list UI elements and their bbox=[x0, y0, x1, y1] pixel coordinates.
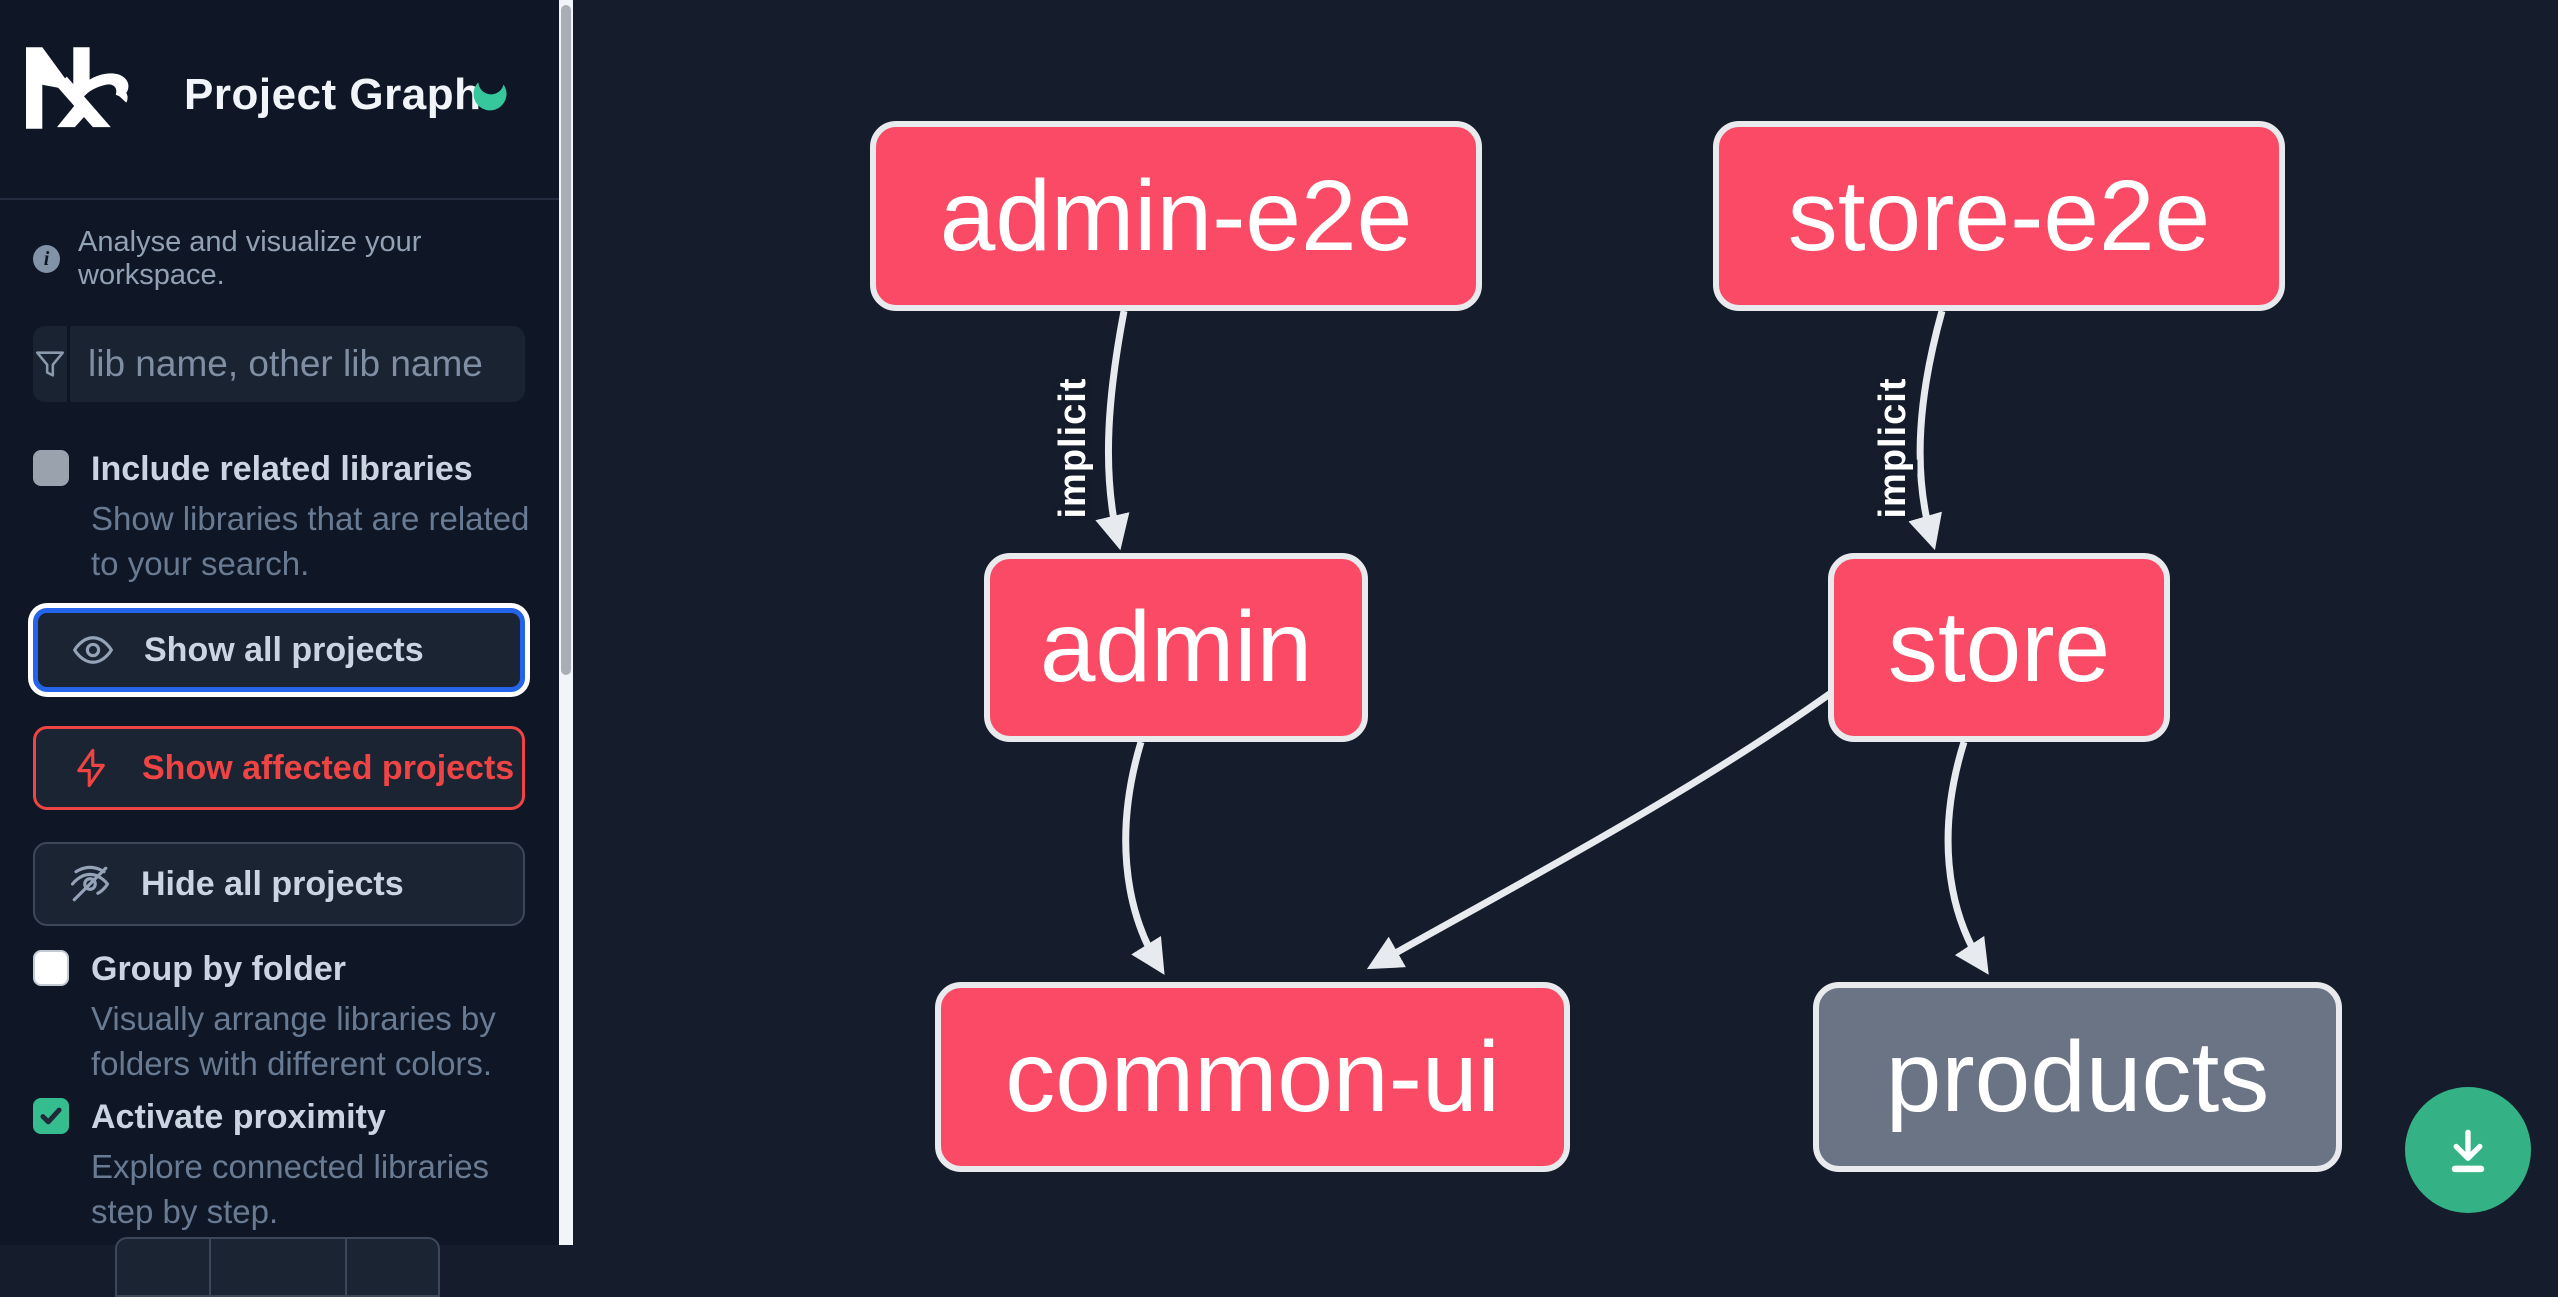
show-all-projects-button[interactable]: Show all projects bbox=[33, 608, 525, 692]
info-icon: i bbox=[33, 245, 61, 273]
download-icon bbox=[2451, 1129, 2485, 1173]
nx-logo-icon bbox=[26, 47, 129, 129]
stepper-increment-button[interactable] bbox=[345, 1237, 440, 1297]
proximity-stepper bbox=[115, 1237, 442, 1297]
stepper-value bbox=[209, 1237, 347, 1297]
group-by-folder-checkbox[interactable] bbox=[33, 950, 69, 986]
workspace-tagline: i Analyse and visualize your workspace. bbox=[33, 226, 559, 292]
bolt-icon bbox=[77, 748, 105, 788]
sidebar-scrollbar-thumb[interactable] bbox=[561, 5, 571, 675]
hide-all-projects-button[interactable]: Hide all projects bbox=[33, 842, 525, 926]
toggle-description: Show libraries that are related to your … bbox=[91, 500, 530, 582]
button-label: Hide all projects bbox=[141, 864, 404, 903]
edge-admin-e2e-to-admin bbox=[1095, 310, 1130, 551]
check-icon bbox=[40, 1107, 62, 1125]
node-label: common-ui bbox=[1005, 1020, 1500, 1133]
tagline-text: Analyse and visualize your workspace. bbox=[78, 226, 422, 291]
toggle-group-by-folder: Group by folder Visually arrange librari… bbox=[33, 948, 531, 1086]
toggle-description: Explore connected libraries step by step… bbox=[91, 1148, 490, 1230]
search-input[interactable] bbox=[70, 326, 525, 402]
node-admin[interactable]: admin bbox=[984, 553, 1368, 742]
edges-layer: implicit implicit bbox=[1048, 310, 1989, 975]
sidebar-scrollbar-track bbox=[559, 0, 573, 1245]
button-label: Show all projects bbox=[144, 630, 424, 669]
edge-label-implicit: implicit bbox=[1052, 377, 1094, 518]
edge-store-to-products bbox=[1944, 740, 1989, 975]
node-label: products bbox=[1885, 1020, 2270, 1133]
sidebar-header: Project Graph bbox=[0, 0, 559, 200]
page-title: Project Graph bbox=[184, 70, 482, 119]
toggle-activate-proximity: Activate proximity Explore connected lib… bbox=[33, 1096, 531, 1234]
toggle-label: Group by folder bbox=[91, 950, 346, 988]
node-label: admin bbox=[1039, 591, 1313, 703]
node-label: store-e2e bbox=[1787, 159, 2211, 272]
node-store-e2e[interactable]: store-e2e bbox=[1713, 121, 2285, 311]
node-store[interactable]: store bbox=[1828, 553, 2170, 742]
activate-proximity-checkbox[interactable] bbox=[33, 1098, 69, 1134]
search-box bbox=[33, 326, 525, 402]
toggle-label: Activate proximity bbox=[91, 1098, 386, 1136]
node-admin-e2e[interactable]: admin-e2e bbox=[870, 121, 1482, 311]
edge-store-e2e-to-store bbox=[1908, 310, 1946, 551]
toggle-include-related: Include related libraries Show libraries… bbox=[33, 448, 531, 586]
edge-admin-to-common-ui bbox=[1122, 740, 1165, 975]
node-label: store bbox=[1887, 591, 2111, 703]
eye-icon bbox=[73, 636, 113, 664]
filter-funnel-icon bbox=[33, 326, 70, 402]
node-products[interactable]: products bbox=[1813, 982, 2342, 1172]
show-affected-projects-button[interactable]: Show affected projects bbox=[33, 726, 525, 810]
toggle-label: Include related libraries bbox=[91, 450, 473, 488]
toggle-description: Visually arrange libraries by folders wi… bbox=[91, 1000, 496, 1082]
edge-store-to-common-ui bbox=[1366, 690, 1834, 970]
eye-off-icon bbox=[70, 865, 110, 902]
include-related-checkbox[interactable] bbox=[33, 450, 69, 486]
stepper-decrement-button[interactable] bbox=[115, 1237, 211, 1297]
download-image-button[interactable] bbox=[2405, 1087, 2531, 1213]
project-graph-canvas[interactable]: implicit implicit admin-e2e store-e2e ad… bbox=[573, 0, 2558, 1245]
node-common-ui[interactable]: common-ui bbox=[935, 982, 1570, 1172]
edge-label-implicit: implicit bbox=[1872, 377, 1914, 518]
sidebar: Project Graph i Analyse and visualize yo… bbox=[0, 0, 559, 1297]
button-label: Show affected projects bbox=[142, 748, 515, 787]
theme-toggle-moon-icon[interactable] bbox=[468, 72, 512, 116]
node-label: admin-e2e bbox=[939, 159, 1413, 272]
